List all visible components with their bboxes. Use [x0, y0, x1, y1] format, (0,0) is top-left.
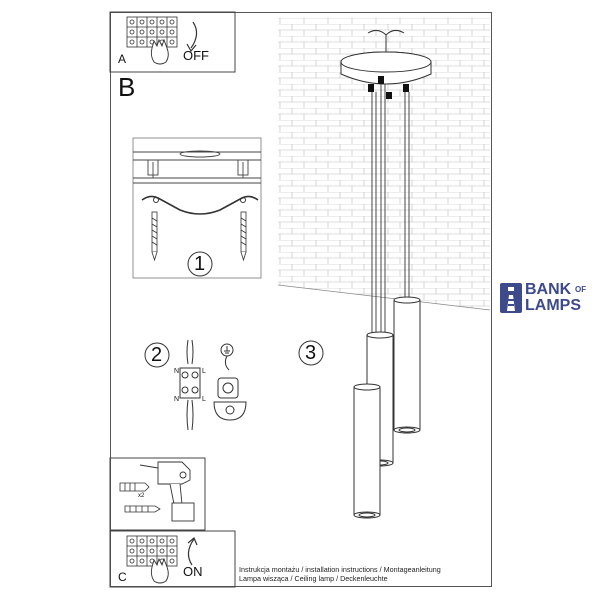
step-2-number: 2 [151, 344, 163, 366]
screw-icon [151, 211, 158, 262]
switch-on-label: ON [183, 564, 203, 579]
ceiling-slab-icon [133, 150, 261, 184]
panel-c-box [109, 530, 236, 588]
logo-word-bank: BANK [525, 281, 572, 298]
instruction-sheet-frame [110, 12, 492, 587]
curved-arrow-down-icon [190, 21, 198, 49]
ground-symbol-icon [220, 343, 234, 371]
pendant-tube-icon [393, 296, 421, 434]
ground-terminal-icon [213, 377, 247, 421]
wire-icon [186, 339, 194, 431]
wire-label-l-bottom: L [202, 396, 206, 403]
wire-label-n-bottom: N [174, 396, 180, 403]
ceiling-canopy-icon [340, 51, 432, 85]
terminal-block-icon [126, 16, 178, 48]
wall-plug-icon [119, 482, 150, 492]
lighthouse-icon [500, 283, 522, 313]
pendant-tube-icon [353, 383, 381, 519]
step-3-number: 3 [305, 342, 317, 364]
wire-label-n-top: N [174, 368, 180, 375]
logo-word-of: OF [575, 285, 587, 294]
logo-word-lamps: LAMPS [525, 297, 581, 314]
screw-icon [124, 505, 161, 513]
curved-arrow-up-icon [187, 538, 195, 566]
screw-icon [240, 211, 247, 262]
step-1-number: 1 [194, 253, 206, 275]
step-1-box [132, 137, 262, 279]
step-3-circle [298, 340, 324, 366]
power-drill-icon [139, 461, 195, 522]
cable-connector-icon [368, 76, 409, 99]
connector-block-icon [179, 367, 201, 399]
step-1-circle [187, 251, 213, 277]
switch-off-label: OFF [183, 48, 209, 63]
panel-b-letter: B [118, 72, 136, 102]
hand-icon [150, 38, 169, 65]
panel-a-box [109, 11, 236, 73]
hand-icon [150, 557, 169, 584]
step-2-circle [144, 342, 170, 368]
drill-kit-box [109, 457, 206, 531]
brick-ceiling-texture [278, 18, 490, 310]
wire-label-l-top: L [202, 368, 206, 375]
panel-c-letter: C [118, 570, 127, 584]
panel-a-letter: A [118, 52, 127, 66]
footer-instructions-title: Instrukcja montażu / installation instru… [239, 565, 441, 574]
quantity-label: x2 [138, 493, 145, 499]
mounting-bracket-icon [141, 195, 259, 215]
footer-product-title: Lampa wisząca / Ceiling lamp / Deckenleu… [239, 574, 388, 583]
